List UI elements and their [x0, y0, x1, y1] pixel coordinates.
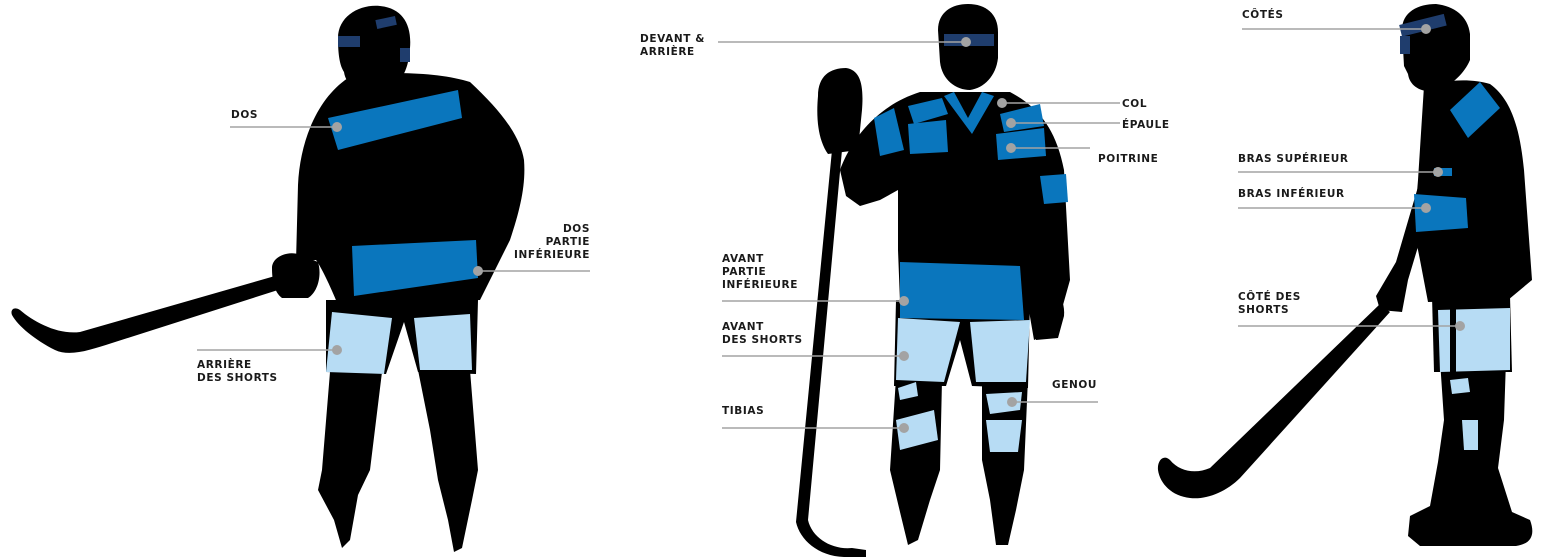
side-ear-patch	[1400, 36, 1410, 54]
back-glove	[272, 253, 320, 298]
front-left-shorts-zone	[896, 318, 960, 382]
front-raised-glove	[817, 68, 862, 154]
back-left-shorts-zone	[326, 312, 392, 374]
back-view-player	[11, 6, 524, 552]
label-bras-superieur: BRAS SUPÉRIEUR	[1238, 152, 1349, 165]
side-view-player	[1158, 4, 1532, 546]
label-avant-partie-inferieure-1: AVANT	[722, 253, 764, 265]
front-view-player	[796, 4, 1070, 557]
label-cote-shorts-1: CÔTÉ DES	[1238, 290, 1301, 303]
label-avant-shorts-2: DES SHORTS	[722, 334, 803, 346]
front-waist-zone	[900, 262, 1024, 320]
side-legs	[1408, 360, 1532, 546]
label-avant-partie-inferieure-3: INFÉRIEURE	[722, 278, 798, 291]
front-left-chest-zone	[908, 120, 948, 154]
side-lower-arm-zone	[1414, 194, 1468, 232]
back-helmet-band	[338, 36, 360, 47]
label-poitrine: POITRINE	[1098, 153, 1158, 165]
back-right-shorts-zone	[414, 314, 472, 370]
front-right-shorts-zone	[970, 320, 1030, 382]
label-genou: GENOU	[1052, 379, 1097, 391]
label-arriere-shorts-1: ARRIÈRE	[197, 358, 252, 371]
front-right-arm-zone	[1040, 174, 1068, 204]
front-helmet	[938, 4, 998, 90]
back-right-leg	[418, 370, 478, 552]
front-hockey-stick	[796, 150, 866, 557]
side-hockey-stick	[1158, 304, 1390, 498]
front-right-shin-zone	[986, 420, 1022, 452]
label-arriere-shorts-2: DES SHORTS	[197, 372, 278, 384]
front-left-leg	[890, 378, 942, 545]
side-shorts-zone	[1438, 308, 1510, 372]
label-tibias: TIBIAS	[722, 405, 764, 417]
side-view-labels: CÔTÉS BRAS SUPÉRIEUR BRAS INFÉRIEUR CÔTÉ…	[1238, 8, 1349, 316]
back-ear-patch	[400, 48, 410, 62]
side-shorts-stripe	[1450, 308, 1456, 372]
label-dos-partie-inferieure-3: INFÉRIEURE	[514, 248, 590, 261]
label-bras-inferieur: BRAS INFÉRIEUR	[1238, 187, 1345, 200]
label-devant-arriere-2: ARRIÈRE	[640, 45, 695, 58]
back-left-leg	[318, 372, 382, 548]
side-shin-zone	[1462, 420, 1478, 450]
label-cotes: CÔTÉS	[1242, 8, 1284, 21]
label-epaule: ÉPAULE	[1122, 118, 1170, 131]
back-hockey-stick	[11, 270, 300, 353]
label-cote-shorts-2: SHORTS	[1238, 304, 1289, 316]
label-col: COL	[1122, 98, 1147, 110]
side-knee-zone	[1450, 378, 1470, 394]
label-devant-arriere-1: DEVANT &	[640, 33, 705, 45]
label-dos-partie-inferieure-2: PARTIE	[546, 236, 590, 248]
label-avant-partie-inferieure-2: PARTIE	[722, 266, 766, 278]
label-avant-shorts-1: AVANT	[722, 321, 764, 333]
label-dos: DOS	[231, 109, 258, 121]
label-dos-partie-inferieure-1: DOS	[563, 223, 590, 235]
